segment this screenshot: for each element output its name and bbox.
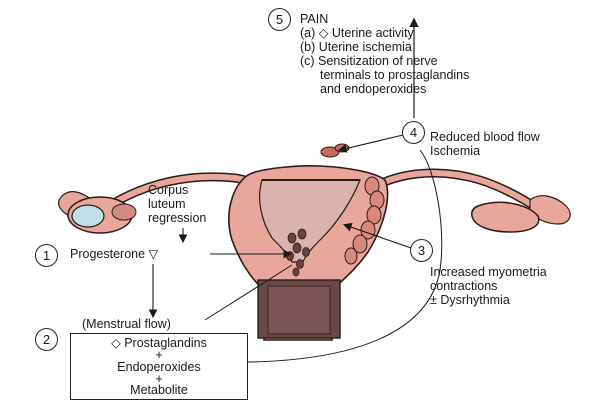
- step3-badge: 3: [410, 239, 433, 262]
- step3-line2: contractions: [430, 280, 497, 293]
- corpus-line3: regression: [148, 212, 206, 225]
- left-ovary: [68, 197, 136, 233]
- pain-item-a: (a) ◇ Uterine activity: [300, 27, 414, 40]
- pain-item-b: (b) Uterine ischemia: [300, 41, 412, 54]
- progesterone-label: Progesterone ▽: [70, 248, 158, 261]
- arrow-step4: [340, 135, 403, 150]
- corpus-line2: luteum: [148, 198, 186, 211]
- step4-line2: Ischemia: [430, 145, 480, 158]
- step4-line1: Reduced blood flow: [430, 131, 540, 144]
- step1-badge: 1: [35, 244, 58, 267]
- step3-line3: ± Dysrhythmia: [430, 294, 510, 307]
- step3-line1: Increased myometria: [430, 266, 547, 279]
- menstrual-flow-label: (Menstrual flow): [82, 318, 171, 331]
- pain-item-c: (c) Sensitization of nerve: [300, 55, 438, 68]
- step2-badge: 2: [35, 328, 58, 351]
- blood-vessels: [321, 144, 349, 157]
- step5-badge: 5: [268, 8, 291, 31]
- pain-item-c-cont1: terminals to prostaglandins: [320, 69, 469, 82]
- step4-badge: 4: [402, 121, 425, 144]
- box-line5: Metabolite: [71, 384, 247, 397]
- pain-item-c-cont2: and endoperoxides: [320, 83, 426, 96]
- corpus-line1: Corpus: [148, 184, 188, 197]
- pain-title: PAIN: [300, 13, 328, 26]
- prostaglandins-box: ◇ Prostaglandins + Endoperoxides + Metab…: [70, 333, 248, 400]
